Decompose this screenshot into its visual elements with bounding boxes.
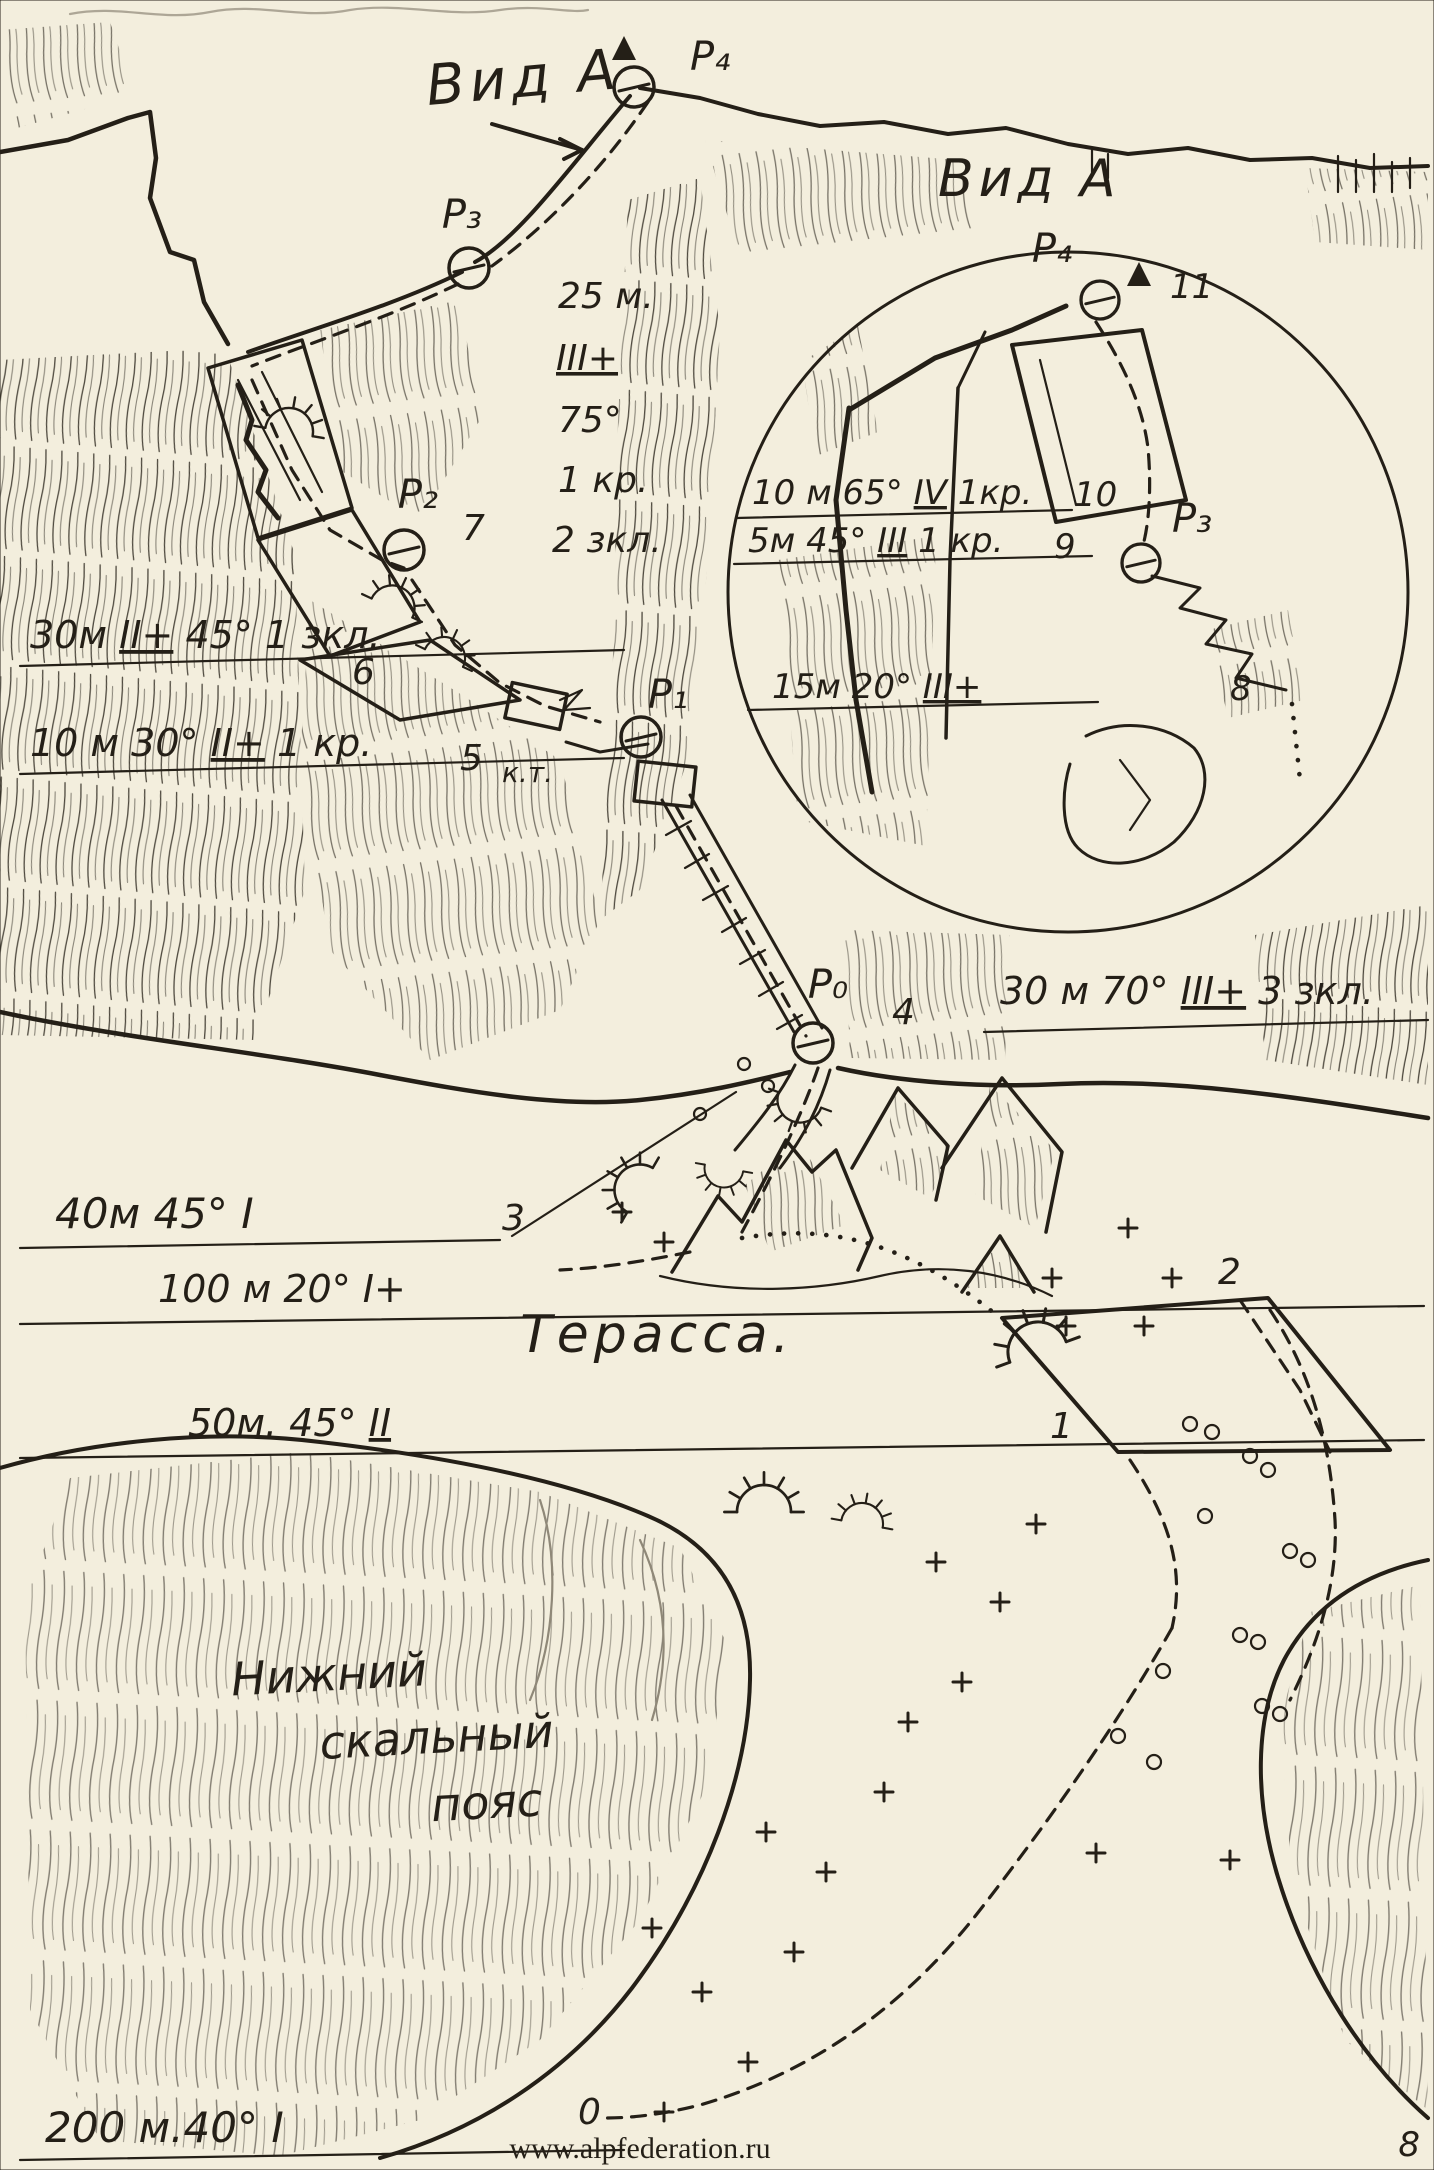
p3-note-line5: 2 зкл. [552,520,662,561]
point-p0-label: P₀ [808,962,848,1008]
p3-note-grade: III+ [556,338,618,379]
belay-point-icon [1120,542,1162,584]
inset-detail-view [726,250,1410,934]
inset-circle-frame [726,250,1410,934]
point-p4-label: P₄ [690,34,730,80]
point-p1-label: P₁ [648,672,688,718]
inset-pitch-8-label: 15м 20° III+ [772,667,981,707]
belay-point-icon [382,528,426,572]
overhang-icon [689,1162,754,1203]
terrace-label: Терасса. [520,1305,794,1365]
summit-flag-icon [1127,262,1151,286]
pitch-3-label: 40м 45° I [55,1189,254,1238]
pitch-note-block-p3: 25 м. III+ 75° 1 кр. 2 зкл. [552,276,662,561]
pitch-0-label: 200 м.40° I [45,2103,284,2152]
route-lines [250,100,1337,2120]
marker-4: 4 [892,992,915,1033]
lower-rock-belt-caption: Нижний скальный пояс [230,1642,555,1832]
watermark-url: www.alpfederation.ru [509,2132,770,2165]
p3-note-line3: 75° [558,400,622,441]
marker-0: 0 [578,2092,601,2133]
belay-point-icon [447,246,491,290]
belay-point-icon [1079,279,1121,321]
point-p3-label: P₃ [442,192,482,238]
overhang-icon [830,1487,899,1531]
summit-flag-icon [612,36,636,60]
pitch-divider-lines [18,648,1430,2162]
inset-point-p4-label: P₄ [1032,226,1072,272]
scree-circles [692,1056,1317,1771]
control-point-label: к.т. [502,756,553,789]
pitch-structures [206,338,1392,1454]
marker-3: 3 [502,1198,525,1239]
marker-2: 2 [1218,1252,1241,1293]
belt-line3: пояс [430,1772,544,1832]
marker-1: 1 [1050,1406,1073,1447]
labels: Вид А Вид А P₄ P₃ P₂ P₁ P₀ P₄ P₃ 7 6 5 к… [30,34,1420,2165]
pitch-4-label: 30 м 70° III+ 3 зкл. [1000,969,1374,1013]
pitch-6-label: 30м II+ 45° 1 зкл. [30,613,381,657]
inset-marker-8: 8 [1230,669,1252,709]
belt-line2: скальный [318,1704,555,1770]
inset-pitch-9-label: 5м 45° III 1 кр. [748,521,1003,561]
top-scribble [68,6,590,17]
marker-6: 6 [352,652,375,693]
pitch-1-label: 50м. 45° II [188,1401,391,1445]
pitch-5-label: 10 м 30° II+ 1 кр. [30,721,372,765]
pitch-2-label: 100 м 20° I+ [158,1267,406,1311]
inset-marker-9: 9 [1054,527,1076,567]
belay-point-icon [791,1021,835,1065]
inset-marker-10: 10 [1074,475,1117,515]
inset-marker-11: 11 [1170,267,1213,307]
point-p2-label: P₂ [398,472,438,518]
page-number: 8 [1398,2125,1420,2165]
inset-pitch-10-label: 10 м 65° IV 1кр. [752,473,1032,513]
belt-line1: Нижний [230,1642,428,1706]
p3-note-line4: 1 кр. [558,460,648,501]
marker-5: 5 [460,738,483,779]
p3-note-line1: 25 м. [558,276,654,317]
overhang-icon [723,1471,805,1514]
inset-point-p3-label: P₃ [1172,496,1212,542]
belay-points [382,36,835,1065]
main-view-title: Вид А [424,37,624,119]
inset-view-title: Вид А [938,149,1121,209]
marker-7: 7 [462,508,485,549]
terrain-outlines [0,86,1431,2160]
view-direction-arrow [490,122,584,161]
